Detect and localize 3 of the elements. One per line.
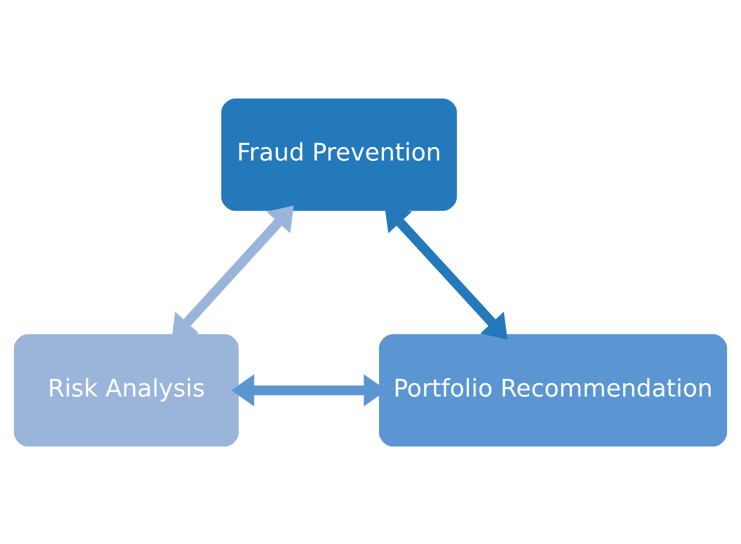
node-box: Fraud Prevention <box>220 96 458 212</box>
node-box: Risk Analysis <box>12 332 240 448</box>
node-box: Portfolio Recommendation <box>378 332 728 448</box>
